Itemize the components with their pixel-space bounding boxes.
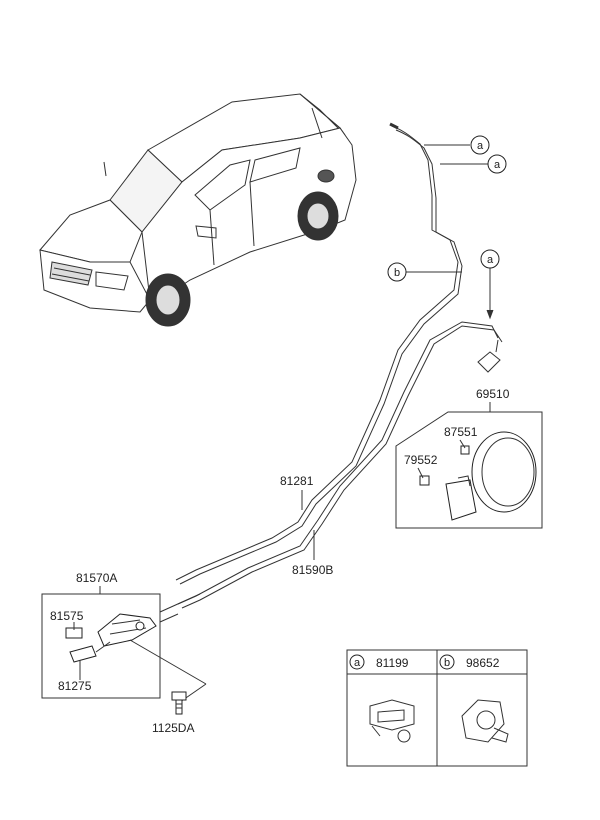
clip-81199-shape [369,699,415,743]
legend-b-part: 98652 [466,656,500,670]
svg-text:a: a [494,159,501,171]
label-81275: 81275 [58,679,92,693]
label-79552: 79552 [404,453,438,467]
label-87551: 87551 [444,425,478,439]
lever-leaders [129,593,207,703]
fuel-door-box [395,411,543,529]
bolt-1125da [171,691,187,715]
label-81570a: 81570A [76,571,117,585]
callout-a-3: a [480,249,500,269]
label-81281: 81281 [280,474,314,488]
legend-a-part: 81199 [376,656,409,670]
svg-text:a: a [477,140,484,152]
part-79552-shape [419,475,430,486]
callout-a-2: a [487,154,507,174]
label-1125da: 1125DA [152,721,194,735]
callout-b: b [387,262,407,282]
legend-a-letter: a [354,657,361,669]
fuel-door-disc [471,431,537,513]
legend-b-letter: b [444,657,450,669]
label-81575: 81575 [50,609,84,623]
svg-text:a: a [487,254,494,266]
callout-a-1: a [470,135,490,155]
release-lever-box [41,593,161,699]
label-69510: 69510 [476,387,510,401]
svg-text:b: b [394,267,400,279]
part-81275-shape [69,645,97,663]
cable-routing [175,122,503,609]
release-lever [97,613,157,647]
car-illustration [39,93,357,327]
part-87551-shape [460,445,470,455]
legend-table: a 81199 b 98652 [346,649,528,767]
fuel-door-hinge [445,479,477,521]
callout-leaders [406,144,494,320]
clip-98652-shape [461,699,509,743]
label-81590b: 81590B [292,563,333,577]
